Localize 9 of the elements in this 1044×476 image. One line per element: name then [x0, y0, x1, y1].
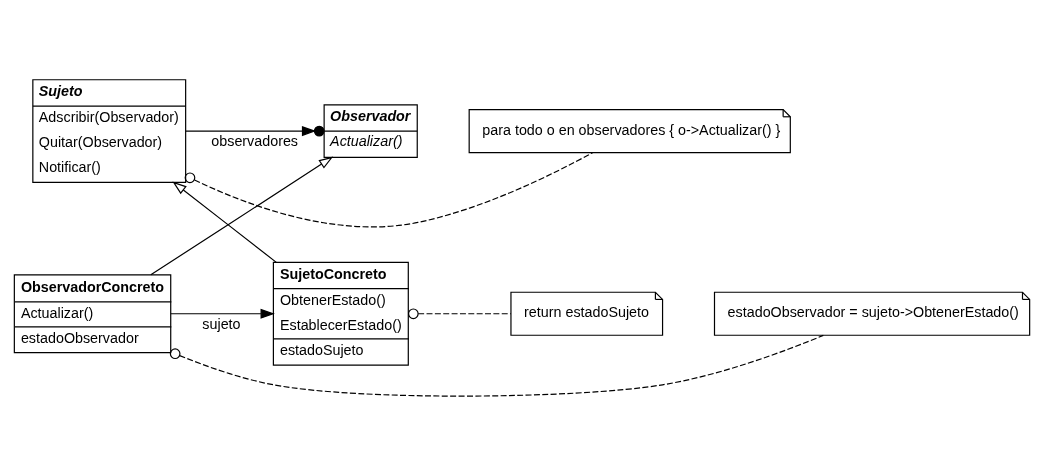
- arrow: [185, 125, 325, 137]
- edge-label: observadores: [211, 133, 299, 150]
- arrow: [172, 181, 277, 263]
- connector: [407, 308, 512, 320]
- arrow: [150, 156, 334, 276]
- connector: [184, 152, 594, 228]
- edge-label: sujeto: [202, 315, 241, 332]
- connector: [169, 334, 824, 397]
- arrow: [170, 308, 275, 319]
